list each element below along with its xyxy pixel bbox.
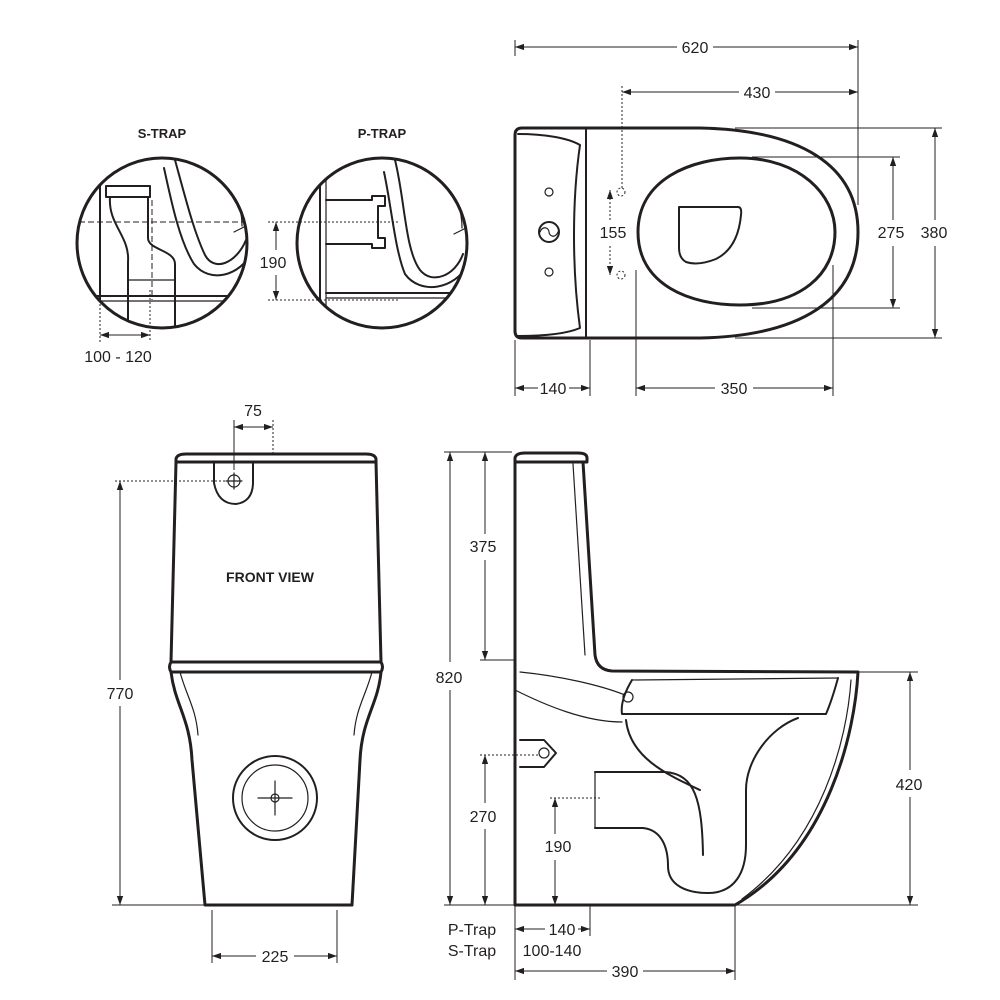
front-view: FRONT VIEW 75 770 225: [107, 403, 384, 966]
s-trap-setout-range: 100-140: [523, 943, 582, 960]
front-cistern-lid: [174, 452, 378, 464]
side-cistern-lid: [513, 451, 589, 464]
flush-button-icon: [538, 221, 560, 243]
p-trap-label: P-TRAP: [358, 126, 407, 141]
seat-fixing-hole-bottom: [616, 270, 626, 280]
base-width-dimension: 225: [262, 949, 289, 966]
pan-height-dimension: 420: [896, 777, 923, 794]
side-view: 820 375 270 190 420 140 P-Trap S-Trap 10…: [436, 451, 923, 981]
seat-front-dimension: 350: [721, 381, 748, 398]
p-trap-height-dimension: 190: [260, 255, 287, 272]
inlet-recess: [213, 461, 254, 505]
plan-cistern-outline: [513, 126, 592, 340]
s-trap-label: S-TRAP: [138, 126, 187, 141]
seat-length-dimension: 430: [744, 85, 771, 102]
s-trap-circle: [75, 156, 249, 330]
plan-bowl-opening: [678, 206, 743, 265]
side-outline: [513, 460, 860, 907]
p-trap-setout-dimension: 140: [549, 922, 576, 939]
inlet-height-dimension: 770: [107, 686, 134, 703]
overall-height-dimension: 820: [436, 670, 463, 687]
cistern-height-dimension: 375: [470, 539, 497, 556]
plan-view: 620 430 155 275 380 140 350: [513, 40, 948, 398]
plan-seat-outline: [636, 156, 837, 307]
inlet-offset-dimension: 75: [244, 403, 262, 420]
front-cistern-outline: [169, 460, 383, 664]
fixing-height-dimension: 270: [470, 809, 497, 826]
outlet-circle-outer: [232, 755, 318, 841]
cistern-hole-top: [544, 187, 554, 197]
s-trap-row-label: S-Trap: [448, 943, 496, 960]
front-view-title: FRONT VIEW: [226, 569, 315, 585]
seat-fixing-hole-top: [616, 187, 626, 197]
s-trap-setout-dimension: 100 - 120: [84, 349, 152, 366]
p-trap-row-label: P-Trap: [448, 922, 496, 939]
seat-hinge-hole: [622, 691, 634, 703]
overall-projection-dimension: 390: [612, 964, 639, 981]
seat-width-dimension: 275: [878, 225, 905, 242]
outlet-circle-inner: [241, 764, 309, 832]
cistern-depth-dimension: 140: [540, 381, 567, 398]
fixing-bracket: [519, 739, 557, 768]
p-trap-circle: [295, 156, 469, 330]
overall-width-dimension: 380: [921, 225, 948, 242]
fixing-hole-spacing-dimension: 155: [600, 225, 627, 242]
front-pan-outline: [169, 670, 383, 907]
plan-bowl-outline: [588, 126, 860, 340]
cistern-hole-bottom: [544, 267, 554, 277]
overall-length-dimension: 620: [682, 40, 709, 57]
side-outlet-height-dimension: 190: [545, 839, 572, 856]
